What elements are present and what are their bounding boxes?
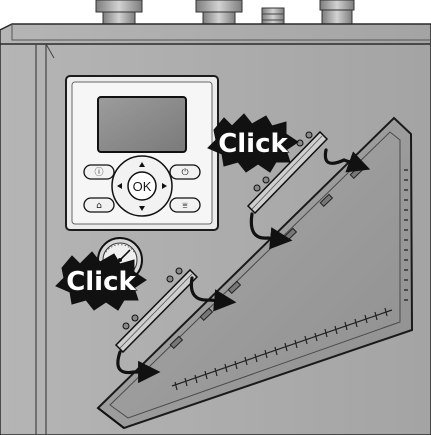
menu-icon: ⩸: [182, 201, 188, 211]
home-icon: ⌂: [96, 201, 102, 211]
click-label: Click: [66, 267, 136, 297]
info-icon: ⓘ: [94, 167, 103, 178]
info-button: ⓘ: [84, 165, 114, 179]
click-label: Click: [218, 129, 288, 159]
menu-button: ⩸: [170, 198, 200, 212]
home-button: ⌂: [84, 198, 114, 212]
pipe-connection: [320, 0, 354, 26]
user-interface-panel: OK ⓘ ⏻ ⌂ ⩸: [66, 76, 218, 230]
display-screen: [98, 97, 186, 152]
power-button: ⏻: [170, 165, 200, 179]
power-icon: ⏻: [181, 167, 188, 178]
navigation-ring: OK: [112, 156, 172, 216]
pipe-connection: [196, 0, 242, 26]
pipe-connection: [96, 0, 142, 26]
ok-button-label: OK: [133, 179, 152, 194]
